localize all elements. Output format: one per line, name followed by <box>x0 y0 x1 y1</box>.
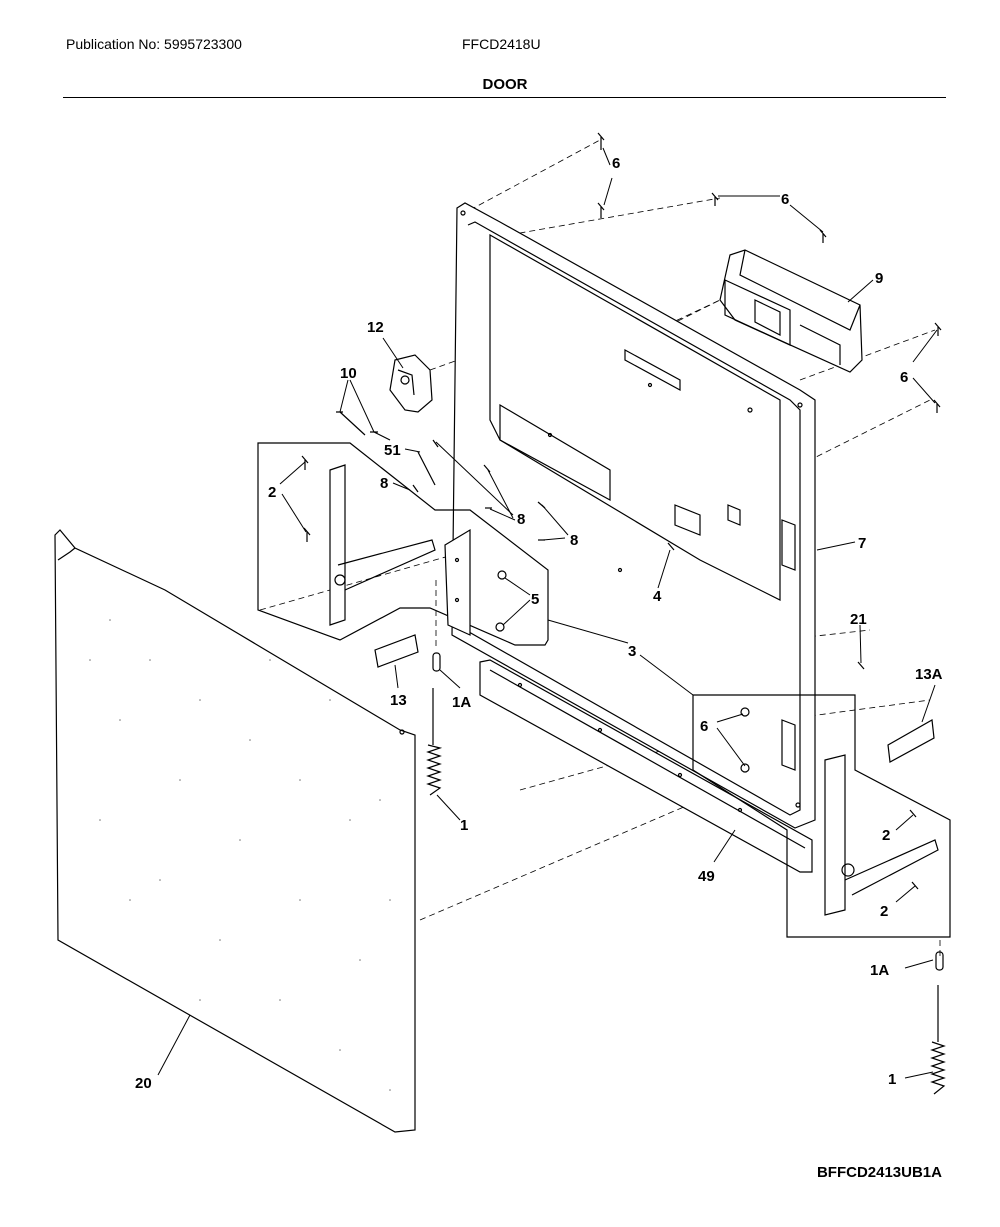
callout-6: 6 <box>612 155 620 172</box>
callout-1a: 1A <box>452 694 471 711</box>
callout-4: 4 <box>653 588 662 605</box>
callout-7: 7 <box>858 535 866 552</box>
spring-right <box>930 985 946 1095</box>
section-title: DOOR <box>482 76 528 93</box>
callout-2: 2 <box>880 903 888 920</box>
control-panel <box>719 249 863 373</box>
callout-12: 12 <box>367 319 384 336</box>
model-number: FFCD2418U <box>462 36 541 52</box>
screws <box>301 132 942 890</box>
callout-labels: 6 6 9 6 7 12 10 51 8 8 8 2 5 3 4 21 13A … <box>135 155 943 1092</box>
callout-1a: 1A <box>870 962 889 979</box>
callout-51: 51 <box>384 442 401 459</box>
right-hinge-group-box <box>692 694 951 938</box>
callout-5: 6 <box>700 718 708 735</box>
left-hinge-arm <box>329 464 436 626</box>
callout-13a: 13A <box>915 666 943 683</box>
pad-right <box>887 719 935 763</box>
spring-left <box>426 688 443 796</box>
callout-6: 6 <box>900 369 908 386</box>
callout-2: 2 <box>882 827 890 844</box>
pad-left <box>374 634 419 668</box>
callout-6: 6 <box>781 191 789 208</box>
inner-door-liner <box>451 202 816 829</box>
callout-1: 1 <box>460 817 468 834</box>
callout-8: 8 <box>517 511 525 528</box>
callout-49: 49 <box>698 868 715 885</box>
bottom-trim-strip <box>479 659 813 873</box>
callout-2: 2 <box>268 484 276 501</box>
diagram-code: BFFCD2413UB1A <box>816 1164 942 1181</box>
right-hinge-arm <box>824 754 939 916</box>
link-right <box>935 951 944 971</box>
callout-8: 8 <box>380 475 388 492</box>
link-left <box>432 652 441 672</box>
left-hinge-bracket <box>444 528 471 636</box>
callout-20: 20 <box>135 1075 152 1092</box>
door-latch <box>389 354 433 413</box>
header-divider <box>63 97 946 98</box>
callout-9: 9 <box>875 270 883 287</box>
left-hinge-group-box <box>257 442 549 646</box>
callout-21: 21 <box>850 611 867 628</box>
callout-13: 13 <box>390 692 407 709</box>
callout-3: 3 <box>628 643 636 660</box>
callout-5: 5 <box>531 591 539 608</box>
leader-lines <box>157 147 938 1079</box>
callout-8: 8 <box>570 532 578 549</box>
door-outer-panel <box>54 529 416 1133</box>
publication-number: Publication No: 5995723300 <box>66 36 242 52</box>
callout-1: 1 <box>888 1071 896 1088</box>
callout-10: 10 <box>340 365 357 382</box>
